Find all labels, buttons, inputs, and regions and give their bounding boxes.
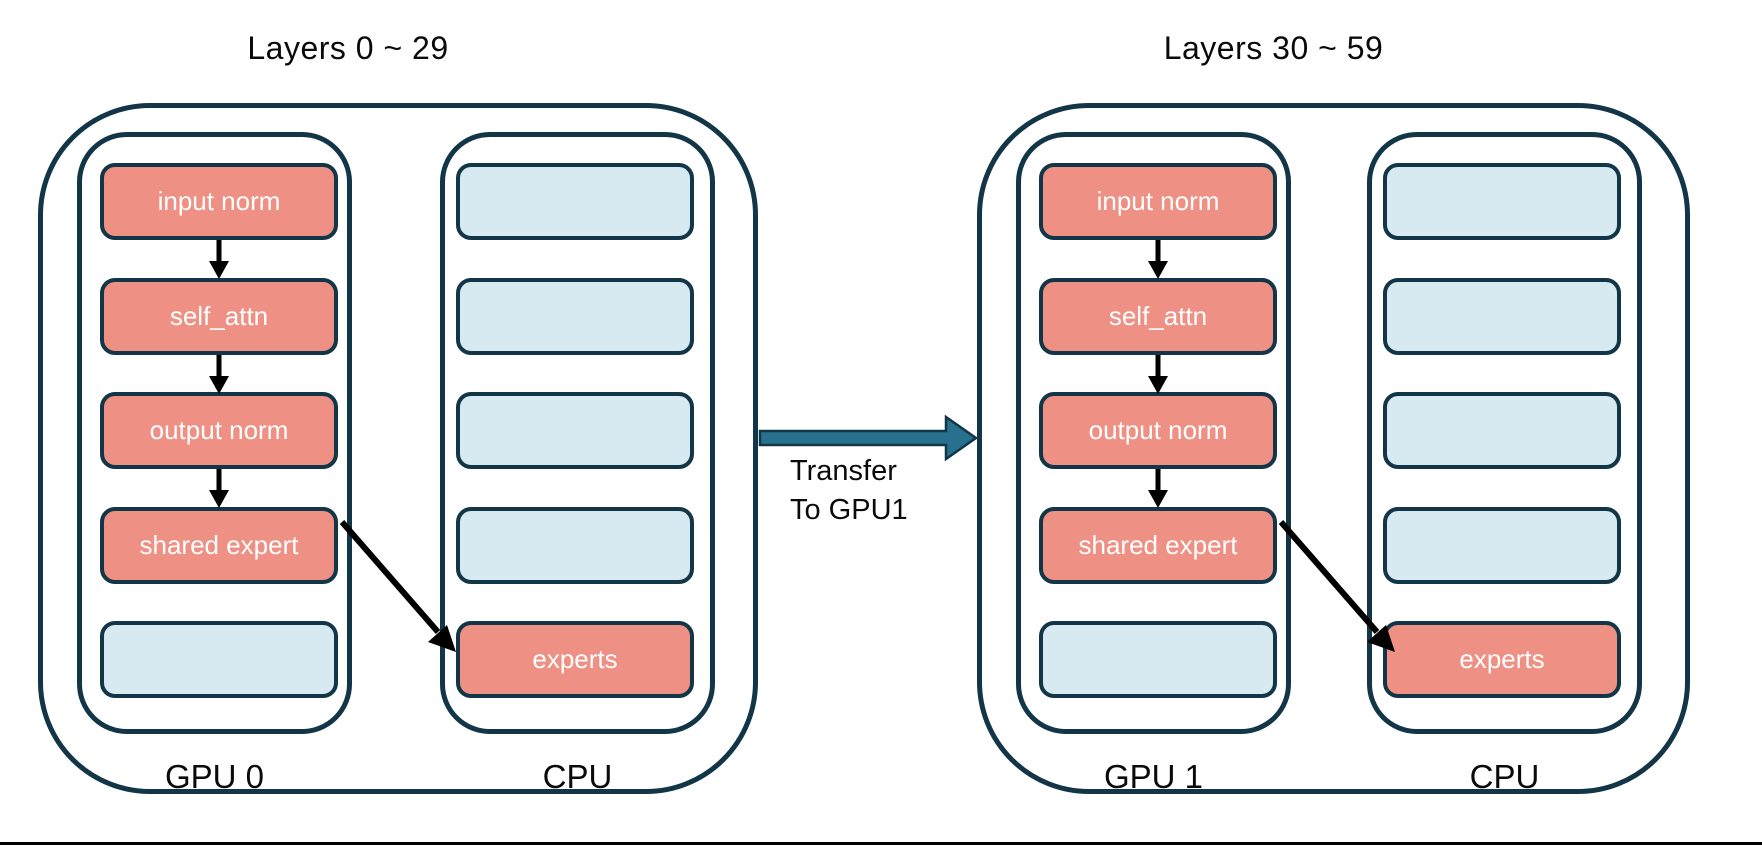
node-empty-cpu-slot (1383, 163, 1621, 240)
node-input-norm: input norm (1039, 163, 1277, 240)
node-output-norm: output norm (100, 392, 338, 469)
node-empty-cpu-slot (456, 278, 694, 355)
gpu1-label: GPU 1 (1103, 758, 1204, 795)
offload-arrow-icon (1278, 520, 1395, 652)
down-arrow-icon (209, 240, 229, 279)
node-input-norm: input norm (100, 163, 338, 240)
node-experts: experts (456, 621, 694, 698)
node-empty-cpu-slot (456, 507, 694, 584)
node-empty-cpu-slot (1383, 507, 1621, 584)
node-experts: experts (1383, 621, 1621, 698)
down-arrow-icon (1148, 240, 1168, 279)
gpu0-label: GPU 0 (164, 758, 265, 795)
transfer-label: Transfer To GPU1 (790, 452, 908, 530)
cpu1-label: CPU (1469, 758, 1540, 795)
node-output-norm: output norm (1039, 392, 1277, 469)
offload-arrow-icon (339, 520, 456, 652)
node-self-attn: self_attn (1039, 278, 1277, 355)
node-empty-gpu-slot (100, 621, 338, 698)
node-empty-gpu-slot (1039, 621, 1277, 698)
node-shared-expert: shared expert (1039, 507, 1277, 584)
down-arrow-icon (209, 355, 229, 394)
node-empty-cpu-slot (1383, 278, 1621, 355)
node-shared-expert: shared expert (100, 507, 338, 584)
cpu0-label: CPU (542, 758, 613, 795)
node-self-attn: self_attn (100, 278, 338, 355)
bottom-edge-divider (0, 842, 1762, 845)
group-title-layers-0-29: Layers 0 ~ 29 (247, 30, 449, 66)
node-empty-cpu-slot (456, 392, 694, 469)
node-empty-cpu-slot (1383, 392, 1621, 469)
transfer-label-line1: Transfer (790, 455, 897, 487)
transfer-arrow-icon (758, 414, 979, 462)
down-arrow-icon (1148, 469, 1168, 508)
group-title-layers-30-59: Layers 30 ~ 59 (1163, 30, 1384, 66)
down-arrow-icon (1148, 355, 1168, 394)
transfer-label-line2: To GPU1 (790, 494, 908, 526)
down-arrow-icon (209, 469, 229, 508)
node-empty-cpu-slot (456, 163, 694, 240)
